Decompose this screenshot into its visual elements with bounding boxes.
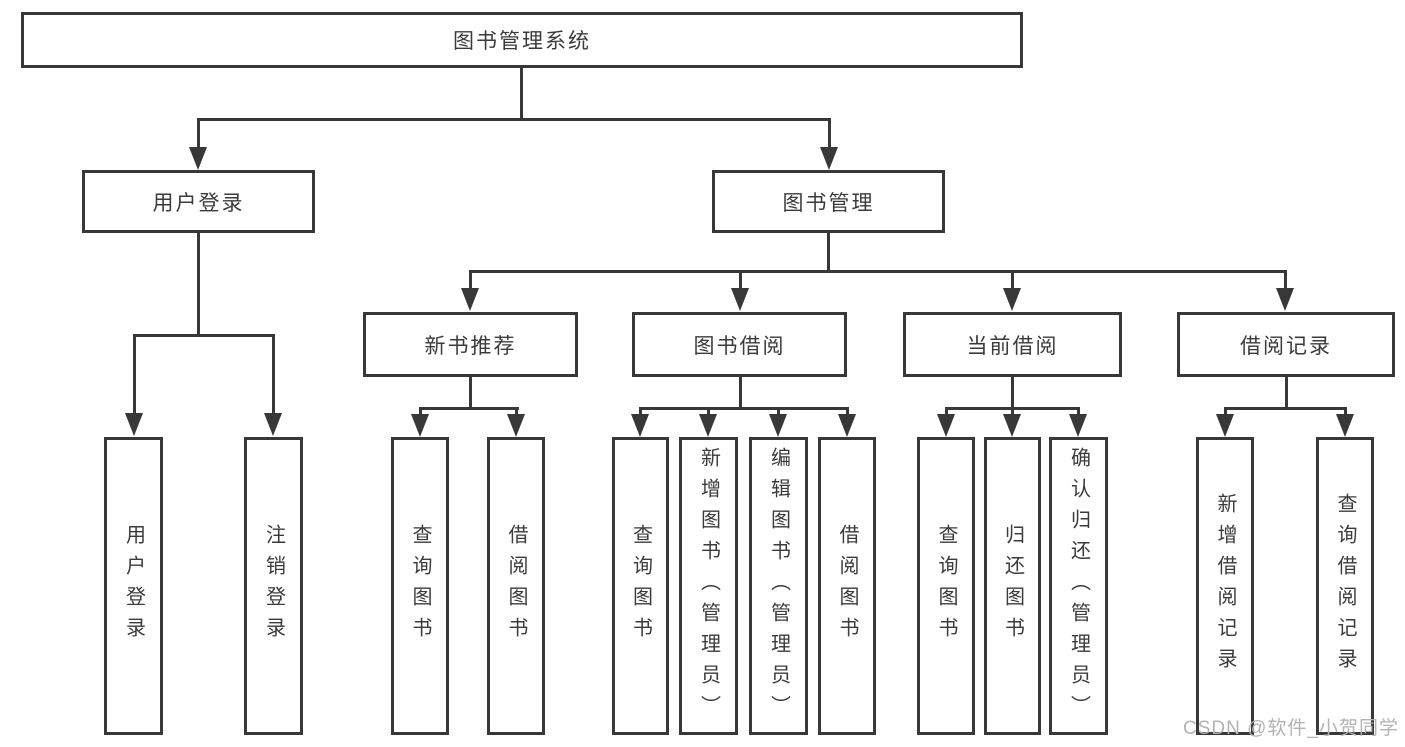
connector-group1-bar <box>419 407 519 410</box>
node-user-login: 用户登录 <box>82 170 315 233</box>
connector-leaf-drop <box>515 407 518 417</box>
connector-group-drop <box>469 270 472 290</box>
arrow-head <box>461 288 479 311</box>
node-borrow-books: 借阅图书 <box>487 437 545 735</box>
node-book-management: 图书管理 <box>712 170 945 233</box>
connector-user-bar <box>133 334 275 337</box>
arrow-head <box>1216 414 1234 437</box>
connector-leaf-drop <box>945 407 948 417</box>
node-book-borrow: 图书借阅 <box>632 312 847 377</box>
node-borrow-records: 借阅记录 <box>1177 312 1395 377</box>
connector-leaf-drop <box>1224 407 1227 417</box>
connector-group4-stem <box>1285 377 1288 409</box>
arrow-head <box>1276 288 1294 311</box>
node-user-login-leaf: 用户登录 <box>104 437 163 735</box>
connector-user-child-drop <box>133 334 136 414</box>
connector-root-bar <box>197 118 831 121</box>
connector-group4-bar <box>1224 407 1347 410</box>
arrow-head <box>937 414 955 437</box>
connector-user-child-drop <box>272 334 275 414</box>
arrow-head <box>699 414 717 437</box>
connector-group2-bar <box>639 407 849 410</box>
node-edit-books-admin: 编辑图书（管理员） <box>749 437 808 735</box>
node-query-books: 查询图书 <box>917 437 975 735</box>
node-confirm-return-admin: 确认归还（管理员） <box>1049 437 1108 735</box>
arrow-head <box>411 414 429 437</box>
connector-leaf-drop <box>777 407 780 417</box>
arrow-head <box>189 147 207 170</box>
arrow-head <box>1003 288 1021 311</box>
connector-group2-stem <box>739 377 742 409</box>
arrow-head <box>1336 414 1354 437</box>
connector-leaf-drop <box>419 407 422 417</box>
arrow-head <box>125 413 143 436</box>
connector-user-drop <box>197 118 200 150</box>
node-add-borrow-record: 新增借阅记录 <box>1196 437 1254 735</box>
arrow-head <box>769 414 787 437</box>
connector-leaf-drop <box>846 407 849 417</box>
node-logout: 注销登录 <box>244 437 303 735</box>
connector-leaf-drop <box>1077 407 1080 417</box>
connector-book-drop <box>828 118 831 150</box>
node-query-books: 查询图书 <box>612 437 669 735</box>
node-add-books-admin: 新增图书（管理员） <box>679 437 738 735</box>
arrow-head <box>631 414 649 437</box>
connector-group3-stem <box>1011 377 1014 409</box>
connector-book-bar <box>469 270 1287 273</box>
connector-group1-stem <box>469 377 472 409</box>
node-query-books: 查询图书 <box>391 437 449 735</box>
node-current-borrow: 当前借阅 <box>903 312 1122 377</box>
connector-user-stem <box>197 233 200 336</box>
node-borrow-books: 借阅图书 <box>818 437 876 735</box>
node-new-book-recommend: 新书推荐 <box>363 312 578 377</box>
connector-root-stem <box>520 68 523 120</box>
node-return-books: 归还图书 <box>984 437 1041 735</box>
connector-leaf-drop <box>1011 407 1014 417</box>
connector-group-drop <box>739 270 742 290</box>
connector-leaf-drop <box>707 407 710 417</box>
connector-leaf-drop <box>639 407 642 417</box>
node-query-borrow-record: 查询借阅记录 <box>1316 437 1374 735</box>
arrow-head <box>820 147 838 170</box>
connector-group-drop <box>1011 270 1014 290</box>
connector-group-drop <box>1284 270 1287 290</box>
node-book-management-system: 图书管理系统 <box>21 12 1023 68</box>
arrow-head <box>731 288 749 311</box>
connector-leaf-drop <box>1344 407 1347 417</box>
watermark: CSDN @软件_小贺同学 <box>1183 718 1399 739</box>
arrow-head <box>507 414 525 437</box>
arrow-head <box>1003 414 1021 437</box>
arrow-head <box>1069 414 1087 437</box>
connector-book-stem <box>827 233 830 273</box>
arrow-head <box>264 413 282 436</box>
arrow-head <box>838 414 856 437</box>
